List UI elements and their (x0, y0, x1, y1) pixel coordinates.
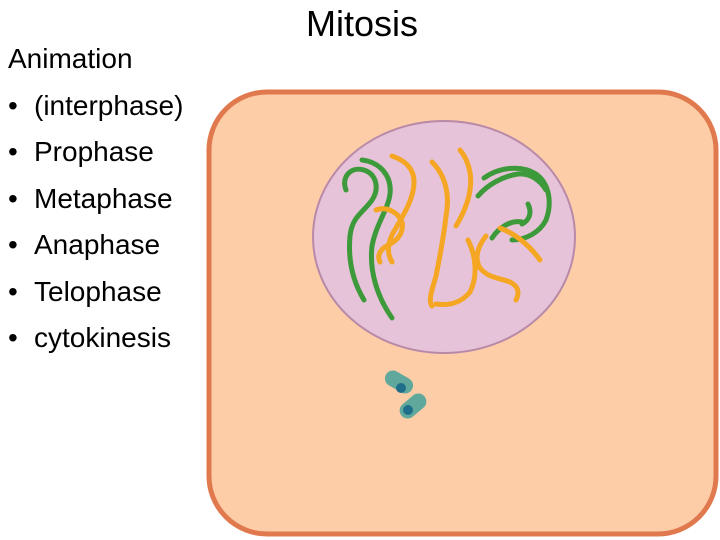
bullet-icon: • (8, 182, 18, 214)
chromosome-green (475, 171, 549, 199)
bullet-icon: • (8, 229, 18, 260)
chromosome-orange (474, 233, 521, 303)
phase-list-panel: Animation •(interphase) •Prophase •Metap… (8, 36, 183, 362)
slide-title: Mitosis (0, 2, 720, 46)
chromosome-orange (373, 206, 405, 265)
list-heading: Animation (8, 43, 133, 74)
centriole (384, 370, 414, 394)
list-item: •Metaphase (8, 176, 183, 223)
list-item: •Anaphase (8, 222, 183, 269)
bullet-icon: • (8, 136, 18, 167)
title-text: Mitosis (305, 3, 418, 44)
chromosome-green (489, 219, 525, 241)
centriole-core (396, 383, 406, 393)
centriole-core (403, 405, 413, 415)
chromosome-green (481, 165, 552, 243)
chromosome-green (359, 157, 395, 321)
chromosome-green (342, 166, 379, 303)
phase-list: •(interphase) •Prophase •Metaphase •Anap… (8, 83, 183, 362)
list-item: •Telophase (8, 269, 183, 316)
list-item: •(interphase) (8, 83, 183, 130)
list-item: •cytokinesis (8, 315, 183, 362)
chromosome-orange (497, 225, 543, 263)
centrosome (384, 370, 427, 419)
list-item: •Prophase (8, 129, 183, 176)
chromosome-orange (453, 147, 474, 229)
chromosome-orange (427, 159, 450, 309)
bullet-icon: • (8, 275, 18, 307)
bullet-icon: • (8, 322, 18, 353)
bullet-icon: • (8, 89, 18, 121)
chromosome-orange (433, 237, 478, 307)
